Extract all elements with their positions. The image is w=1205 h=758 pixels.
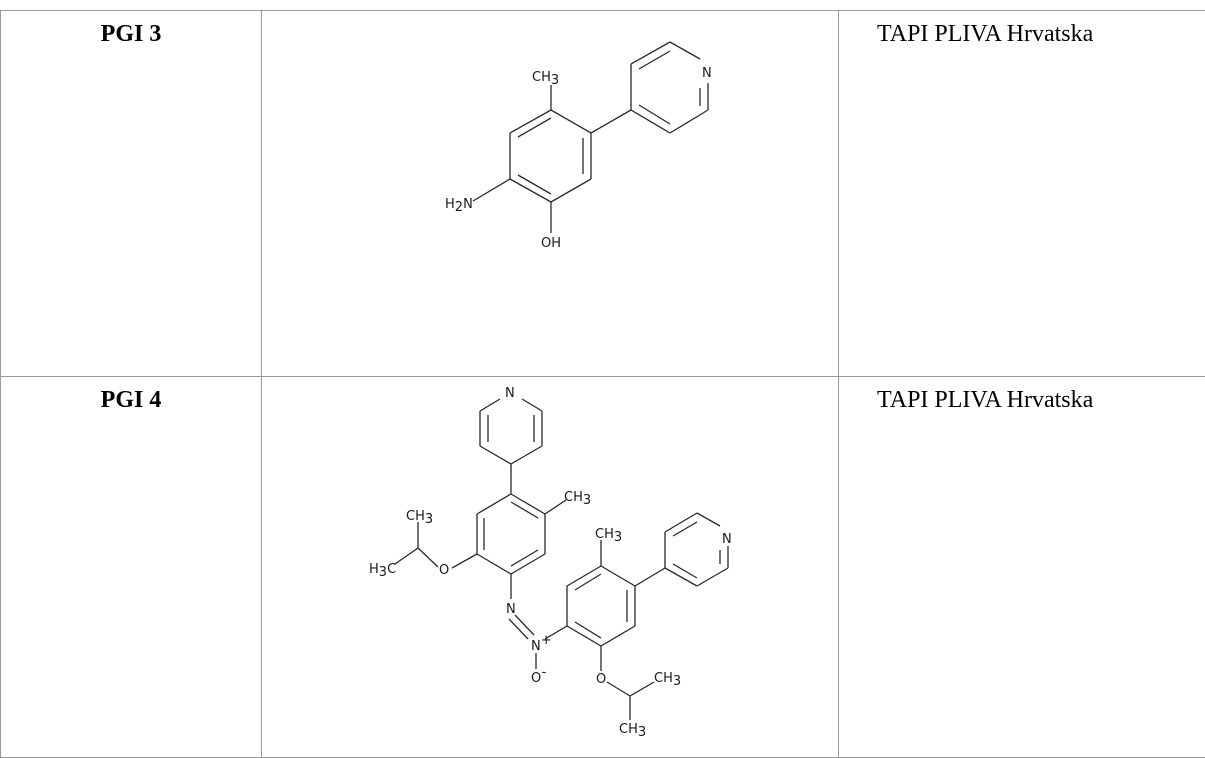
label-cell: PGI 4 [1,377,262,758]
supplier-name: TAPI PLIVA Hrvatska [839,377,1205,414]
structure-cell: N CH3 CH3 H3C O N N+ O- CH3 N O CH3 CH3 [262,377,839,758]
pgi-label: PGI 4 [1,377,261,414]
oxide-o-label: O- [531,665,547,686]
supplier-name: TAPI PLIVA Hrvatska [839,11,1205,48]
table-row: PGI 3 [1,11,1205,377]
methyl-label: CH3 [595,527,622,545]
impurity-table: PGI 3 [0,10,1205,758]
structure-cell: CH3 N H2N OH [262,11,839,377]
pyridine-n-label: N [702,66,712,81]
chemical-structure-image: CH3 N H2N OH [262,11,839,376]
azo-n-label: N [506,602,516,617]
ether-oxygen-label: O [439,563,449,578]
methyl-label: H3C [369,562,396,580]
amine-label: H2N [445,197,473,215]
pyridine-n-label: N [722,532,732,547]
chemical-structure-image: N CH3 CH3 H3C O N N+ O- CH3 N O CH3 CH3 [262,377,839,757]
ether-oxygen-label: O [596,672,606,687]
supplier-cell: TAPI PLIVA Hrvatska [839,11,1205,377]
methyl-label: CH3 [619,722,646,740]
table-row: PGI 4 [1,377,1205,758]
hydroxyl-label: OH [541,236,561,251]
supplier-cell: TAPI PLIVA Hrvatska [839,377,1205,758]
label-cell: PGI 3 [1,11,262,377]
azoxy-n-label: N+ [531,633,552,654]
methyl-label: CH3 [564,490,591,508]
methyl-label: CH3 [406,509,433,527]
methyl-label: CH3 [532,70,559,88]
pgi-label: PGI 3 [1,11,261,48]
pyridine-n-label: N [505,386,515,401]
methyl-label: CH3 [654,671,681,689]
